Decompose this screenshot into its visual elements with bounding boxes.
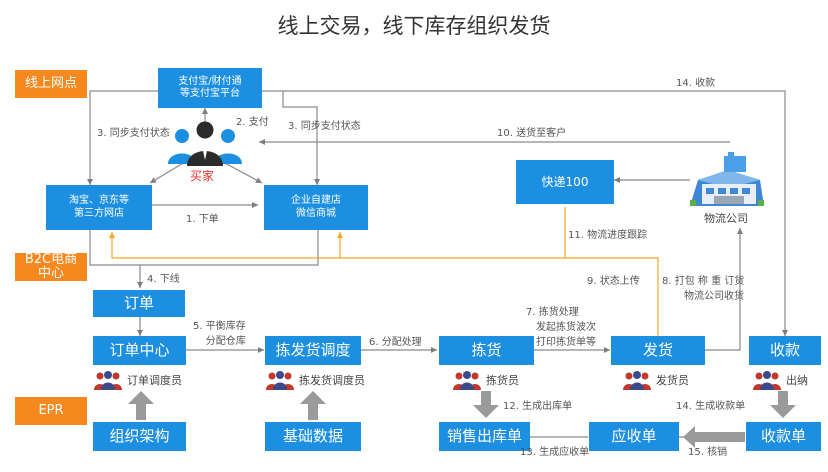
wire-tracking — [109, 207, 566, 259]
lane-epr: EPR — [15, 397, 87, 425]
step-5-balance: 5. 平衡库存分配仓库 — [193, 321, 246, 347]
lane-online: 线上网点 — [15, 70, 87, 98]
wire-sync-third-party — [87, 90, 158, 185]
thick-arrow-picker — [473, 391, 499, 418]
thick-arrow-base-data — [300, 391, 326, 420]
people-group-icon — [168, 121, 242, 166]
step-11-tracking: 11. 物流进度跟踪 — [568, 230, 648, 241]
wire-buyer-third — [149, 161, 186, 184]
staff-group-icon — [94, 371, 122, 390]
role-picker: 拣货员 — [452, 370, 519, 390]
wire-status-upload — [565, 257, 659, 336]
role-order-dispatcher: 订单调度员 — [93, 370, 182, 390]
node-base-data[interactable]: 基础数据 — [265, 422, 361, 451]
wire-offline — [89, 230, 319, 266]
node-order[interactable]: 订单 — [93, 290, 185, 317]
logistics-label: 物流公司 — [704, 212, 748, 225]
wire-ship-to-logistics — [705, 228, 743, 351]
thick-arrow-cashier — [770, 391, 796, 418]
node-kuaidi100[interactable]: 快递100 — [516, 160, 614, 204]
step-4-offline: 4. 下线 — [147, 274, 180, 285]
node-picking[interactable]: 拣货 — [439, 336, 534, 365]
step-9-status-upload: 9. 状态上传 — [587, 276, 640, 287]
step-6-allocate: 6. 分配处理 — [369, 337, 422, 348]
node-own-store[interactable]: 企业自建店微信商城 — [264, 185, 368, 230]
role-pick-dispatcher: 拣发货调度员 — [265, 370, 365, 390]
step-7-picking: 7. 拣货处理发起拣货波次打印拣货单等 — [526, 307, 596, 348]
node-org-structure[interactable]: 组织架构 — [93, 422, 186, 451]
node-pick-dispatch[interactable]: 拣发货调度 — [265, 336, 361, 365]
step-2-pay: 2. 支付 — [236, 117, 269, 128]
staff-group-icon — [753, 371, 781, 390]
step-13-receivable: 13. 生成应收单 — [520, 447, 590, 458]
step-15-write-off: 15. 核销 — [688, 447, 728, 458]
page-title: 线上交易，线下库存组织发货 — [277, 14, 551, 38]
wire-payment-collect — [262, 90, 788, 336]
wire-buyer-own — [222, 161, 263, 184]
step-8-pack: 8. 打包 称 重 订货物流公司收货 — [662, 276, 745, 302]
lane-b2c: B2C电商中心 — [15, 253, 87, 281]
node-third-party-store[interactable]: 淘宝、京东等第三方网店 — [46, 185, 152, 230]
staff-group-icon — [453, 371, 481, 390]
step-10-deliver: 10. 送货至客户 — [497, 128, 567, 139]
step-3-sync-left: 3. 同步支付状态 — [97, 128, 170, 139]
node-sales-outbound[interactable]: 销售出库单 — [439, 422, 530, 451]
wire-sync-own-store — [282, 91, 320, 185]
step-3-sync-right: 3. 同步支付状态 — [288, 121, 361, 132]
step-12-outbound: 12. 生成出库单 — [503, 401, 573, 412]
node-order-center[interactable]: 订单中心 — [93, 336, 186, 365]
node-alipay[interactable]: 支付宝/财付通等支付宝平台 — [158, 68, 262, 108]
thick-arrow-receipt-to-receivable — [683, 426, 745, 448]
step-1-order: 1. 下单 — [186, 214, 219, 225]
buyer-label: 买家 — [190, 169, 215, 183]
node-collect-payment[interactable]: 收款 — [749, 336, 821, 365]
role-shipper: 发货员 — [622, 370, 689, 390]
step-14-payment: 14. 收款 — [676, 78, 716, 89]
step-14-receipt: 14. 生成收款单 — [676, 401, 746, 412]
node-shipping[interactable]: 发货 — [611, 336, 705, 365]
building-icon — [690, 152, 764, 206]
node-receipt[interactable]: 收款单 — [746, 422, 821, 451]
node-receivable[interactable]: 应收单 — [589, 422, 679, 451]
staff-group-icon — [623, 371, 651, 390]
thick-arrow-org — [128, 391, 154, 420]
staff-group-icon — [266, 371, 294, 390]
role-cashier: 出纳 — [752, 370, 808, 390]
